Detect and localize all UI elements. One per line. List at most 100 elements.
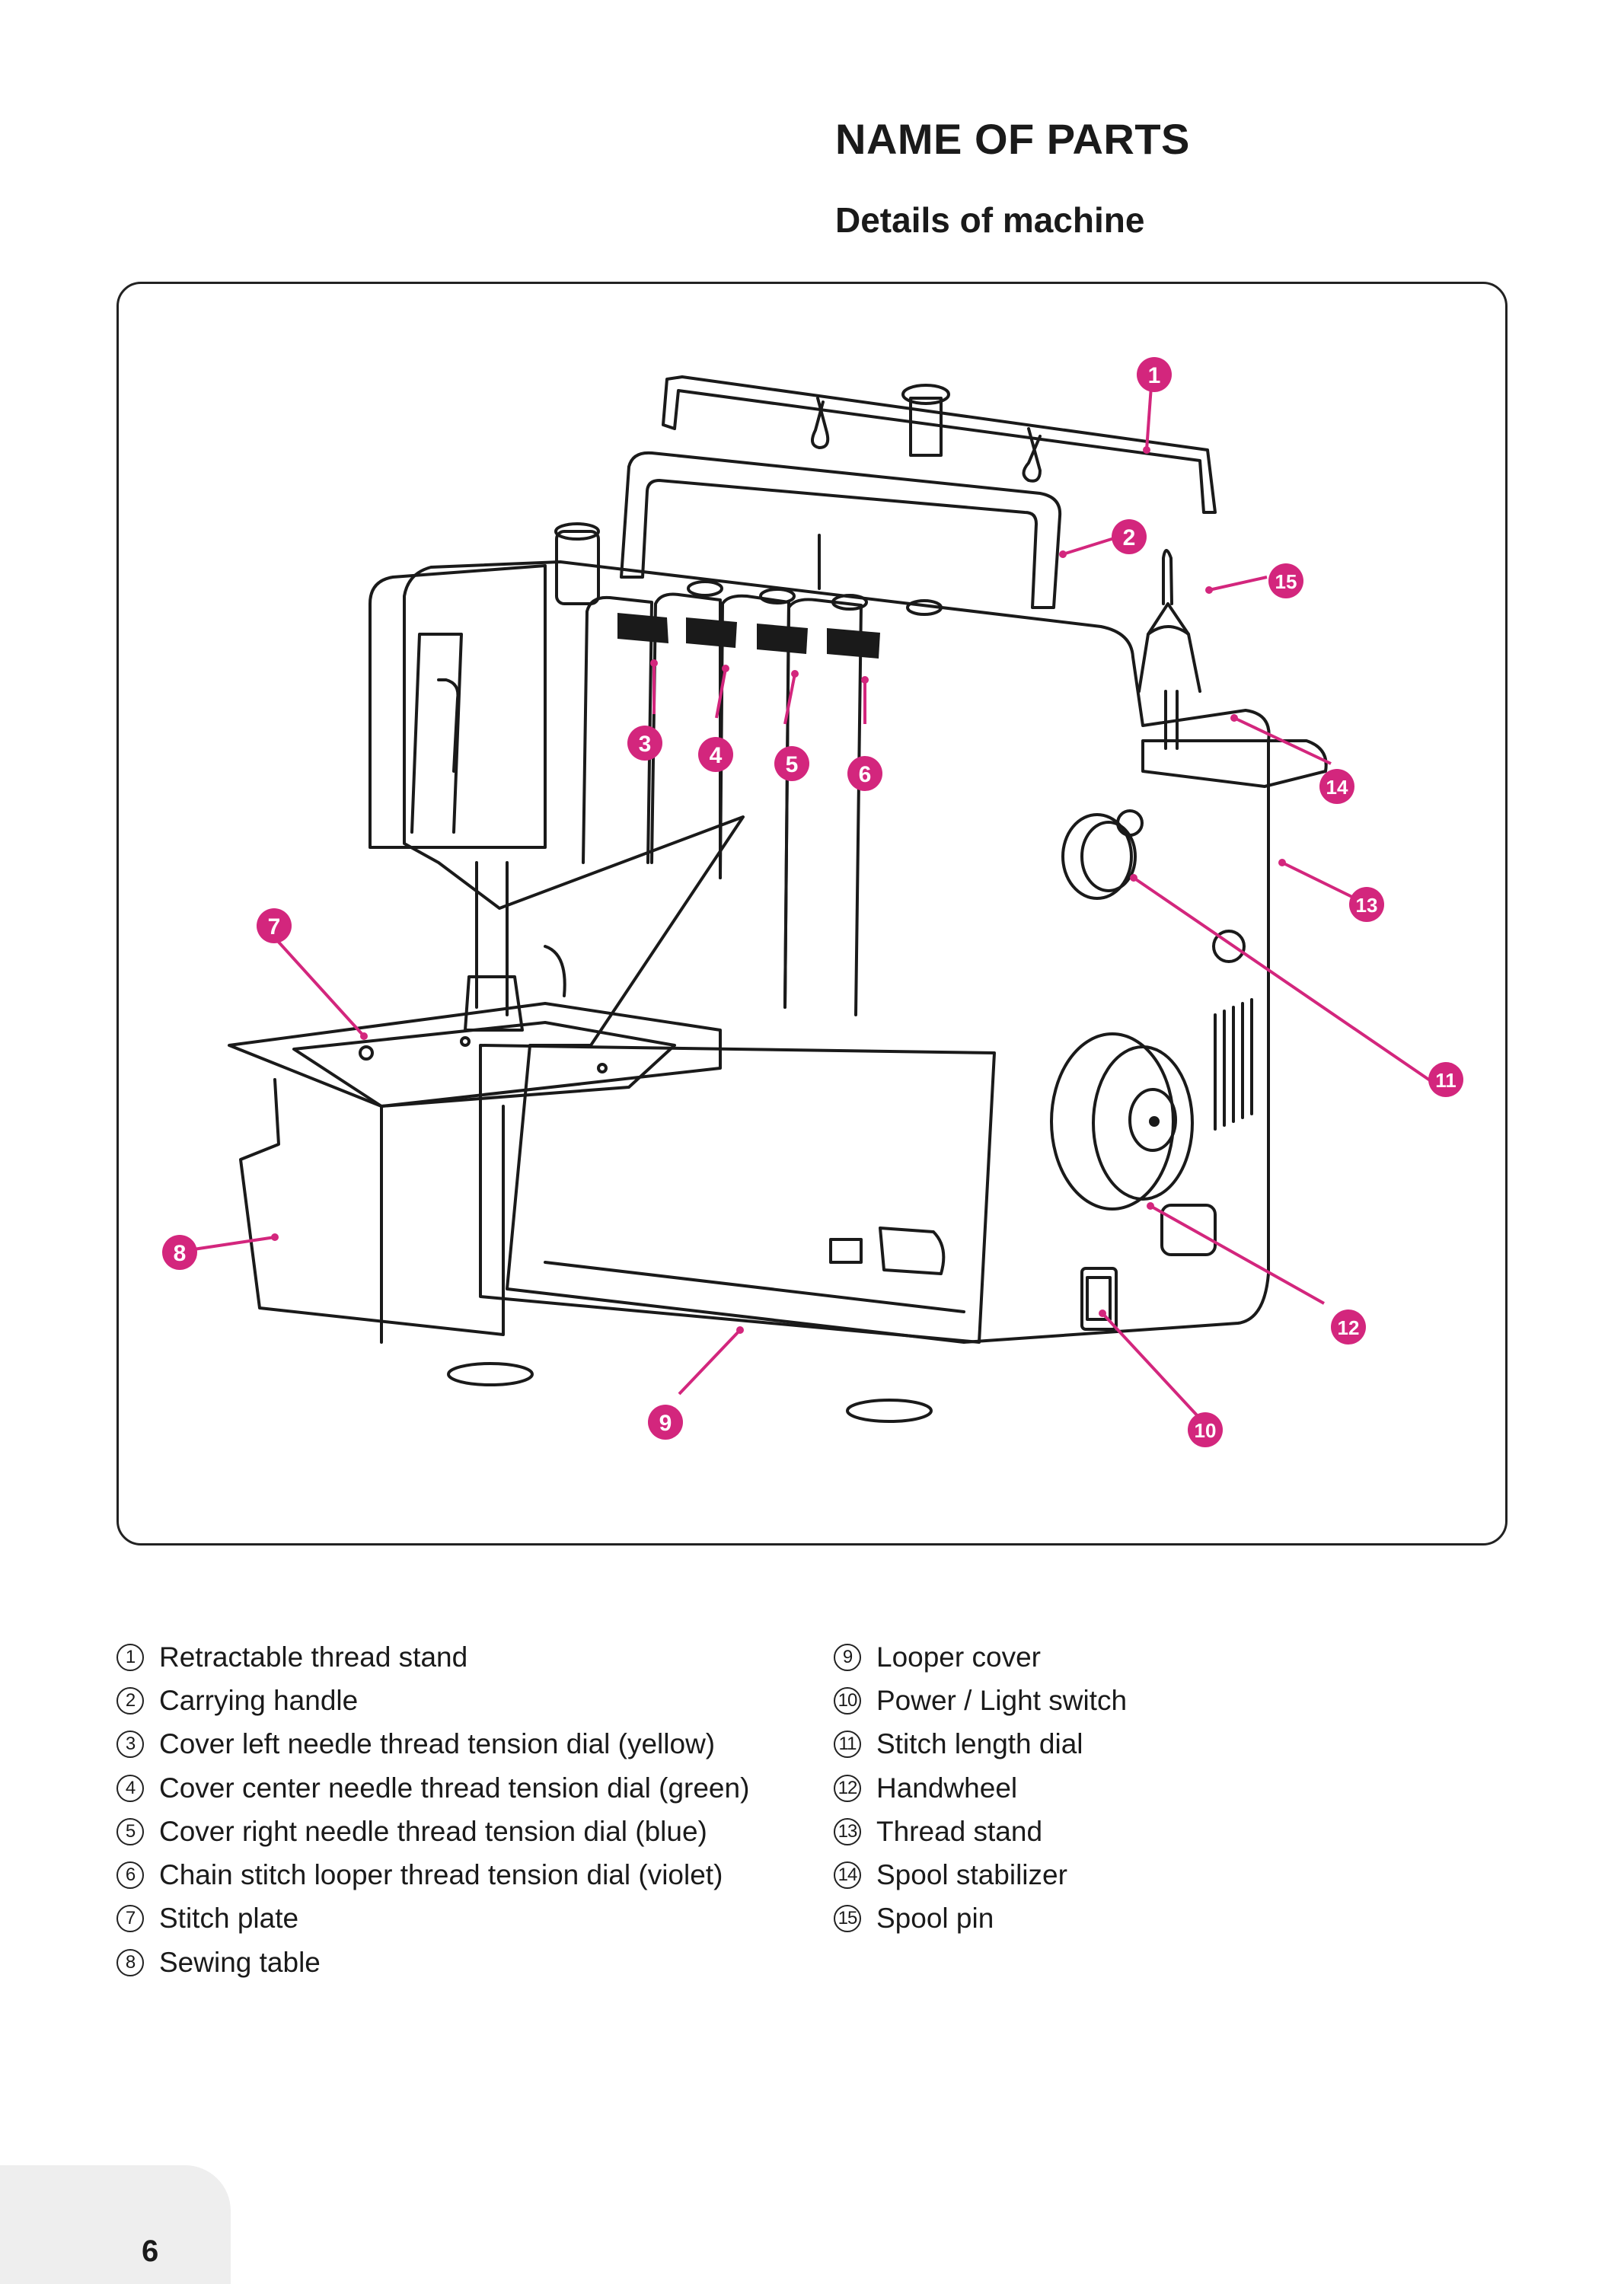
thread-stand-bar-drawing (662, 375, 1217, 514)
serger-illustration: 1 2 3 4 5 6 7 8 (162, 357, 1463, 1447)
section-subtitle: Details of machine (835, 200, 1145, 240)
carrying-handle-drawing (620, 451, 1062, 609)
item-label: Handwheel (876, 1772, 1018, 1804)
svg-text:11: 11 (1435, 1069, 1456, 1092)
item-number: 4 (116, 1774, 144, 1802)
callout-15: 15 (1268, 563, 1303, 598)
parts-list-left: 1 Retractable thread stand 2 Carrying hand… (116, 1635, 749, 1984)
page-title: NAME OF PARTS (835, 115, 1190, 163)
list-item: 12 Handwheel (834, 1766, 1127, 1810)
item-number: 7 (116, 1905, 144, 1933)
list-item: 10 Power / Light switch (834, 1679, 1127, 1722)
item-number: 2 (116, 1686, 144, 1715)
list-item: 8 Sewing table (116, 1941, 749, 1984)
callout-1: 1 (1137, 357, 1172, 392)
callout-7: 7 (257, 908, 292, 943)
svg-text:7: 7 (268, 914, 281, 939)
list-item: 7 Stitch plate (116, 1897, 749, 1941)
handwheel-drawing (1050, 1032, 1194, 1211)
svg-text:14: 14 (1326, 776, 1348, 799)
callout-9: 9 (648, 1405, 683, 1440)
machine-body-drawing (403, 560, 1271, 1344)
leader-lines (183, 375, 1434, 1418)
item-label: Cover right needle thread tension dial (… (159, 1815, 707, 1847)
svg-text:13: 13 (1356, 894, 1378, 917)
item-number: 5 (116, 1817, 144, 1845)
item-number: 8 (116, 1948, 144, 1976)
tension-dial-housings (582, 592, 863, 1016)
machine-diagram: 1 2 3 4 5 6 7 8 (116, 282, 1508, 1546)
item-number: 11 (834, 1731, 861, 1759)
list-item: 1 Retractable thread stand (116, 1635, 749, 1679)
item-number: 10 (834, 1686, 861, 1715)
vent-slots (1214, 998, 1253, 1131)
item-number: 14 (834, 1861, 861, 1890)
callout-11: 11 (1428, 1062, 1463, 1097)
presser-foot-drawing (464, 861, 566, 1032)
sewing-table-drawing (228, 1002, 722, 1344)
callout-10: 10 (1188, 1412, 1223, 1447)
page-number-tab (0, 2165, 231, 2284)
item-number: 1 (116, 1643, 144, 1671)
svg-text:5: 5 (786, 752, 799, 777)
tension-dial-dark-bands (617, 613, 880, 659)
stitch-plate-drawing (292, 1021, 676, 1108)
svg-text:6: 6 (859, 762, 872, 787)
power-switch-drawing (1080, 1267, 1118, 1331)
item-label: Carrying handle (159, 1684, 359, 1716)
svg-text:10: 10 (1195, 1419, 1217, 1442)
callout-14: 14 (1319, 769, 1354, 804)
thread-stand-drawing (1141, 739, 1328, 788)
callout-8: 8 (162, 1235, 197, 1270)
list-item: 14 Spool stabilizer (834, 1853, 1127, 1896)
callout-2: 2 (1112, 519, 1147, 554)
item-label: Spool stabilizer (876, 1859, 1067, 1891)
item-label: Stitch length dial (876, 1728, 1083, 1760)
item-number: 6 (116, 1861, 144, 1890)
svg-text:12: 12 (1338, 1316, 1360, 1339)
list-item: 11 Stitch length dial (834, 1723, 1127, 1766)
callout-3: 3 (627, 726, 662, 761)
spool-pin-drawing (1137, 549, 1201, 750)
list-item: 6 Chain stitch looper thread tension dial… (116, 1853, 749, 1896)
item-label: Retractable thread stand (159, 1641, 468, 1673)
svg-text:9: 9 (659, 1411, 672, 1436)
item-number: 15 (834, 1905, 861, 1933)
item-label: Sewing table (159, 1946, 321, 1978)
item-label: Stitch plate (159, 1903, 299, 1935)
callout-5: 5 (774, 746, 809, 781)
item-label: Spool pin (876, 1903, 994, 1935)
svg-text:4: 4 (710, 743, 723, 768)
item-number: 9 (834, 1643, 861, 1671)
callout-13: 13 (1349, 887, 1384, 922)
list-item: 9 Looper cover (834, 1635, 1127, 1679)
svg-text:1: 1 (1148, 363, 1161, 388)
list-item: 4 Cover center needle thread tension dial… (116, 1766, 749, 1810)
svg-text:3: 3 (639, 732, 652, 757)
list-item: 15 Spool pin (834, 1897, 1127, 1941)
list-item: 3 Cover left needle thread tension dial (… (116, 1723, 749, 1766)
item-label: Looper cover (876, 1641, 1041, 1673)
callout-4: 4 (698, 737, 733, 772)
list-item: 2 Carrying handle (116, 1679, 749, 1722)
stitch-length-dial-drawing (1061, 809, 1246, 963)
item-number: 3 (116, 1731, 144, 1759)
item-number: 13 (834, 1817, 861, 1845)
svg-text:2: 2 (1123, 525, 1136, 550)
item-label: Chain stitch looper thread tension dial … (159, 1859, 723, 1891)
callout-6: 6 (847, 756, 882, 791)
svg-text:15: 15 (1275, 570, 1297, 593)
item-label: Cover center needle thread tension dial … (159, 1772, 750, 1804)
item-label: Power / Light switch (876, 1684, 1128, 1716)
item-number: 12 (834, 1774, 861, 1802)
leader-dots (271, 446, 1286, 1334)
callout-12: 12 (1331, 1309, 1366, 1345)
item-label: Thread stand (876, 1815, 1043, 1847)
list-item: 13 Thread stand (834, 1810, 1127, 1853)
item-label: Cover left needle thread tension dial (y… (159, 1728, 716, 1760)
looper-cover-drawing (479, 1044, 996, 1344)
list-item: 5 Cover right needle thread tension dial … (116, 1810, 749, 1853)
page-number: 6 (142, 2235, 159, 2268)
svg-text:8: 8 (174, 1241, 187, 1266)
